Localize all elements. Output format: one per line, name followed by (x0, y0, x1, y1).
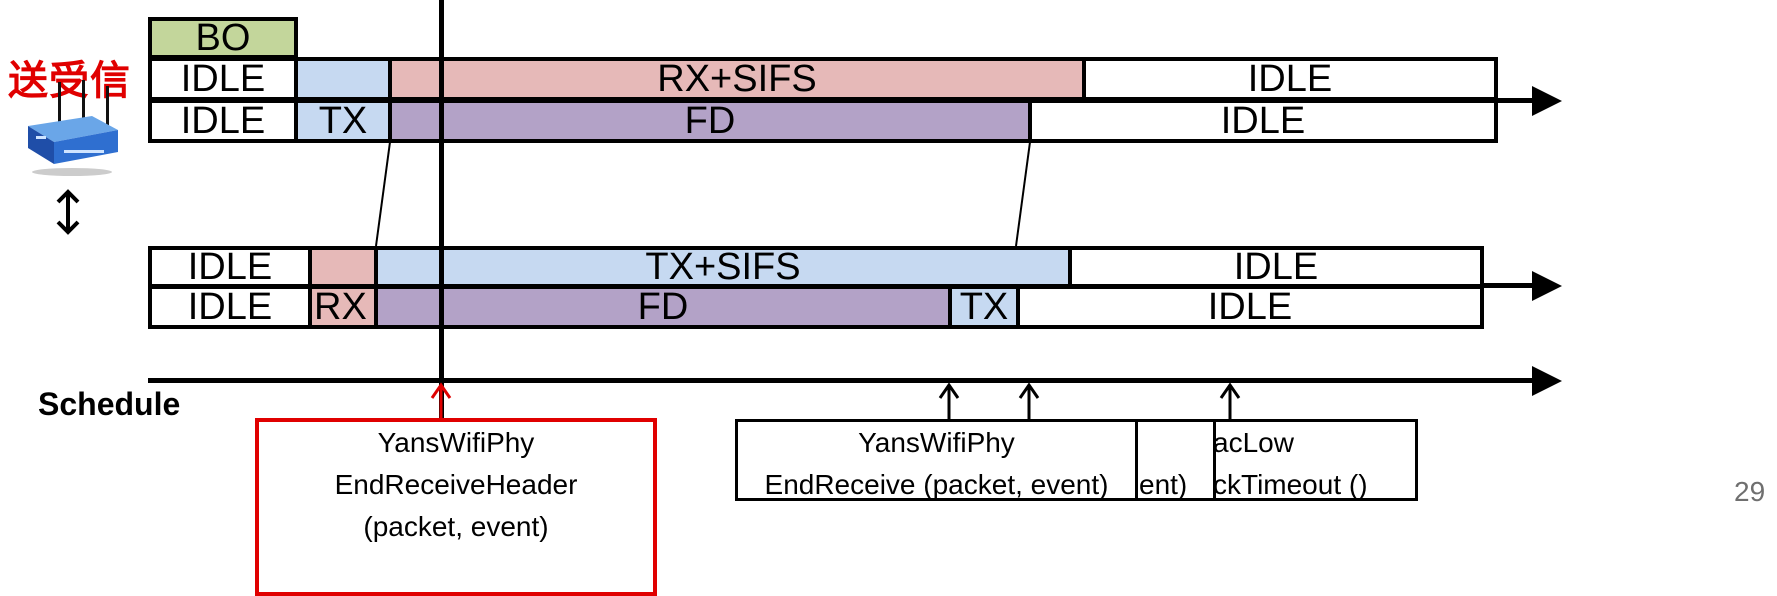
event-header-line-3: (packet, event) (363, 511, 549, 542)
router-icon (22, 78, 122, 178)
sender-tx-tx: TX (294, 99, 392, 143)
receiver-tx-tx: TX (948, 285, 1020, 329)
event-fragment-text: ent) (1139, 469, 1188, 500)
second-event-arrow (1018, 382, 1040, 420)
receiver-tx-rx: RX (308, 285, 378, 329)
page-number: 29 (1734, 476, 1766, 507)
schedule-arrowhead (1532, 366, 1562, 396)
receiver-tx-idle-2: IDLE (1016, 285, 1484, 329)
event-timeout-line-2: ckTimeout () (1213, 469, 1368, 500)
event-box-fragment: ent) (1134, 419, 1216, 501)
end-receive-event-arrow (938, 382, 960, 420)
propagation-line-start (375, 141, 391, 247)
event-end-receive-line-1: YansWifiPhy (858, 427, 1015, 458)
receiver-timeline-arrowhead (1532, 271, 1562, 301)
event-box-timeout: acLow ckTimeout () (1196, 419, 1418, 501)
sender-tx-idle-2: IDLE (1028, 99, 1498, 143)
schedule-label: Schedule (38, 386, 181, 422)
header-event-arrow (430, 382, 452, 420)
sender-timeline-arrowhead (1532, 86, 1562, 116)
sender-rx-idle-1: IDLE (148, 57, 298, 101)
receiver-tx-idle-1: IDLE (148, 285, 312, 329)
event-box-end-receive: YansWifiPhy EndReceive (packet, event) (735, 419, 1138, 501)
event-box-end-receive-header: YansWifiPhy EndReceiveHeader (packet, ev… (255, 418, 657, 596)
schedule-axis (148, 378, 1540, 383)
timeout-event-arrow (1219, 382, 1241, 420)
node-label-send-receive: 送受信 (8, 59, 131, 103)
receiver-tx-fd: FD (374, 285, 952, 329)
event-end-receive-line-2: EndReceive (packet, event) (764, 469, 1109, 500)
sender-tx-fd: FD (388, 99, 1032, 143)
propagation-line-end (1015, 141, 1031, 247)
event-header-line-2: EndReceiveHeader (334, 469, 578, 500)
receiver-timeline-axis (1482, 283, 1538, 288)
current-time-marker (439, 0, 444, 430)
sender-rx-blue (294, 57, 392, 101)
event-timeout-line-1: acLow (1213, 427, 1294, 458)
updown-arrow-icon (52, 188, 84, 236)
sender-timeline-axis (1496, 98, 1540, 103)
event-header-line-1: YansWifiPhy (377, 427, 535, 458)
